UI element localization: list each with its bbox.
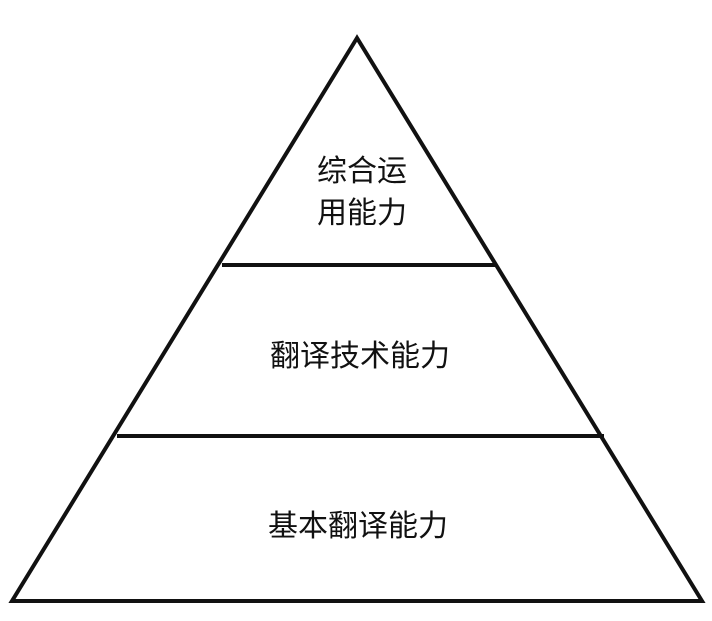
level-middle-label: 翻译技术能力 [270,339,450,374]
level-top-line-2: 用能力 [317,196,407,231]
level-top-line-1: 综合运 [317,154,407,189]
pyramid-outline [8,34,706,603]
level-bottom-label: 基本翻译能力 [268,509,448,544]
